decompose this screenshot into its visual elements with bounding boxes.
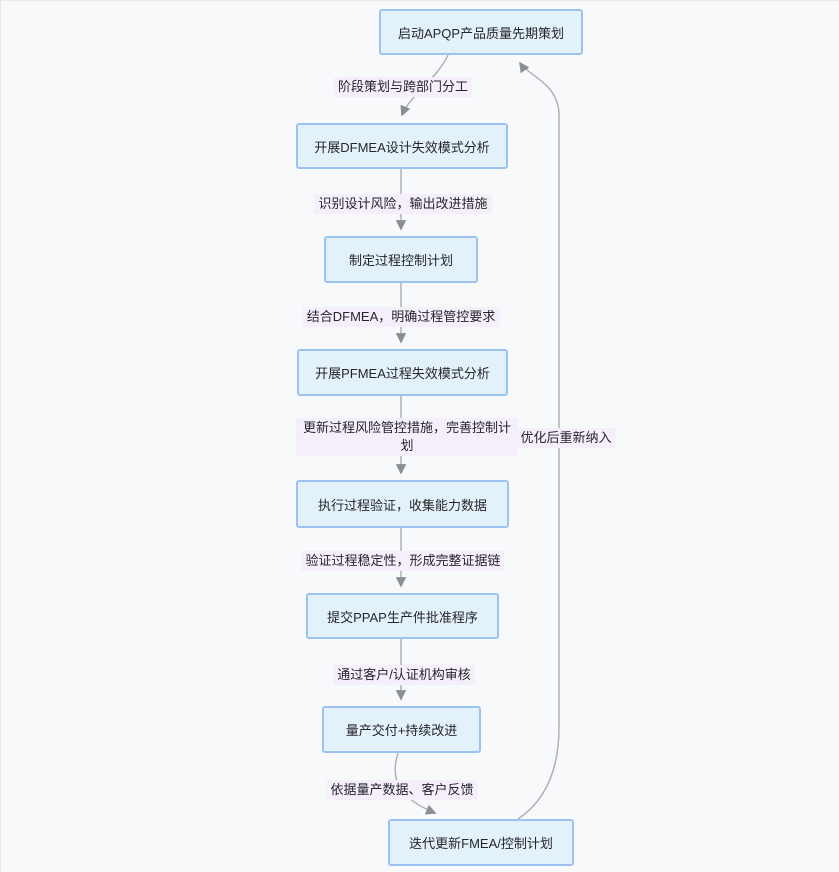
edge-label-process-requirements: 结合DFMEA，明确过程管控要求 (302, 307, 500, 328)
edge-label-update-risk-measures: 更新过程风险管控措施，完善控制计划 (296, 418, 518, 457)
node-ppap: 提交PPAP生产件批准程序 (306, 593, 499, 639)
edge-label-production-feedback: 依据量产数据、客户反馈 (326, 780, 478, 801)
node-label: 开展DFMEA设计失效模式分析 (314, 139, 490, 155)
node-dfmea: 开展DFMEA设计失效模式分析 (296, 123, 508, 169)
node-mass-production: 量产交付+持续改进 (322, 706, 481, 753)
node-label: 量产交付+持续改进 (345, 723, 458, 738)
node-process-validation: 执行过程验证，收集能力数据 (296, 480, 509, 528)
edge-label-customer-audit: 通过客户/认证机构审核 (333, 665, 475, 686)
edge-label-process-stability: 验证过程稳定性，形成完整证据链 (301, 551, 505, 572)
node-pfmea: 开展PFMEA过程失效模式分析 (297, 349, 508, 396)
node-label: 执行过程验证，收集能力数据 (317, 497, 487, 513)
node-iterate-update: 迭代更新FMEA/控制计划 (388, 819, 574, 866)
edge-label-reintegrate-loop: 优化后重新纳入 (516, 428, 616, 449)
node-control-plan: 制定过程控制计划 (324, 236, 478, 283)
node-label: 提交PPAP生产件批准程序 (327, 609, 478, 625)
edge-label-phase-planning: 阶段策划与跨部门分工 (333, 77, 473, 98)
node-label: 迭代更新FMEA/控制计划 (409, 836, 553, 851)
node-label: 启动APQP产品质量先期策划 (397, 25, 565, 41)
node-start-apqp: 启动APQP产品质量先期策划 (379, 9, 583, 55)
node-label: 开展PFMEA过程失效模式分析 (315, 366, 490, 381)
node-label: 制定过程控制计划 (348, 253, 453, 268)
edge-label-design-risk: 识别设计风险，输出改进措施 (314, 194, 492, 215)
edge-iterate-loop-to-start (517, 61, 560, 820)
